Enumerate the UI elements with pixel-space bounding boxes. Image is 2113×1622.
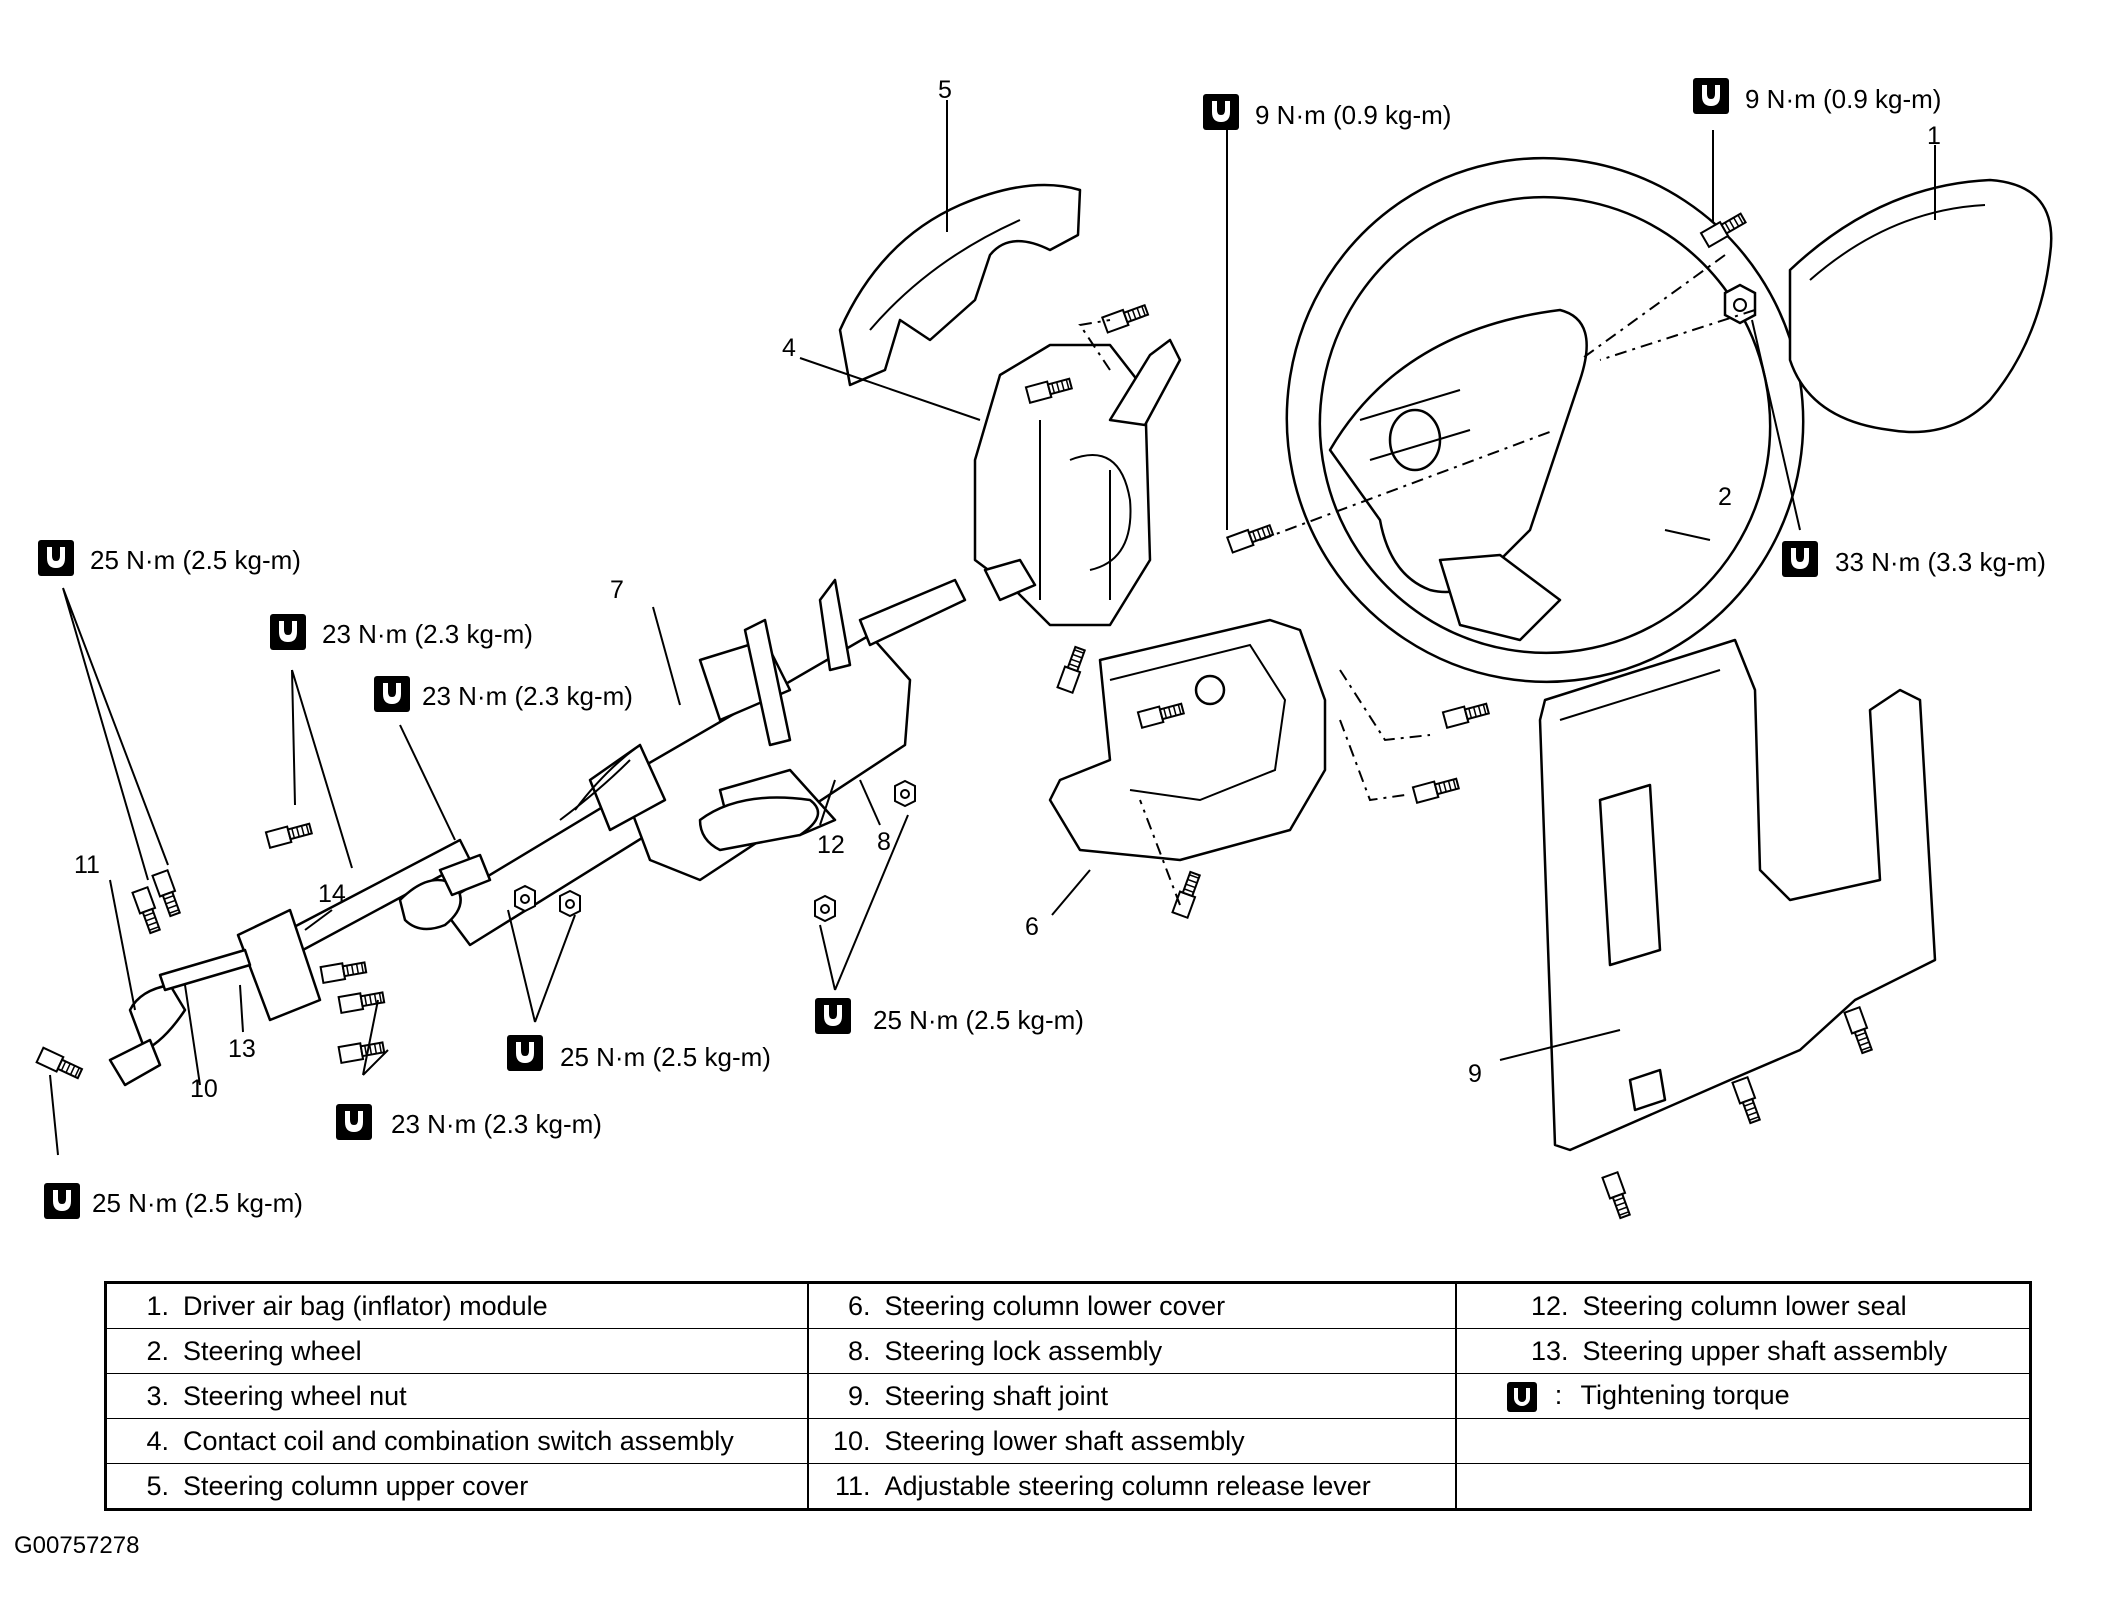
torque-label-9-right: 9 N·m (0.9 kg-m) xyxy=(1693,78,1941,114)
callout-4: 4 xyxy=(782,334,796,362)
lower-shaft-part xyxy=(108,908,322,1087)
knee-panel-part xyxy=(1538,638,1937,1152)
svg-text:9 N·m (0.9 kg-m): 9 N·m (0.9 kg-m) xyxy=(1255,100,1451,130)
legend-cell: 13.Steering upper shaft assembly xyxy=(1454,1328,2032,1374)
lower-cover-part xyxy=(1048,618,1327,862)
torque-label-23-lower: 23 N·m (2.3 kg-m) xyxy=(336,1104,602,1140)
torque-label-25-nuts: 25 N·m (2.5 kg-m) xyxy=(507,1035,771,1072)
legend-cell: 1.Driver air bag (inflator) module xyxy=(104,1282,809,1329)
callout-6: 6 xyxy=(1025,913,1039,941)
svg-text:9 N·m (0.9 kg-m): 9 N·m (0.9 kg-m) xyxy=(1745,84,1941,114)
callout-5: 5 xyxy=(938,76,952,104)
callout-12: 12 xyxy=(817,831,845,859)
upper-shaft-part xyxy=(248,838,492,974)
legend-cell: :Tightening torque xyxy=(1454,1373,2032,1419)
figure-id: G00757278 xyxy=(14,1532,140,1559)
torque-label-23-middle: 23 N·m (2.3 kg-m) xyxy=(374,676,633,712)
torque-icon xyxy=(1506,1381,1537,1412)
callout-10: 10 xyxy=(190,1075,218,1103)
callout-14: 14 xyxy=(318,880,346,908)
torque-icon xyxy=(374,676,410,712)
svg-text:25 N·m (2.5 kg-m): 25 N·m (2.5 kg-m) xyxy=(90,545,301,575)
callout-8: 8 xyxy=(877,828,891,856)
svg-text:33 N·m (3.3 kg-m): 33 N·m (3.3 kg-m) xyxy=(1835,547,2046,577)
torque-icon xyxy=(507,1035,543,1071)
svg-text:23 N·m (2.3 kg-m): 23 N·m (2.3 kg-m) xyxy=(422,681,633,711)
torque-icon xyxy=(1693,78,1729,114)
legend-cell: 11.Adjustable steering column release le… xyxy=(806,1463,1457,1510)
svg-text:25 N·m (2.5 kg-m): 25 N·m (2.5 kg-m) xyxy=(560,1042,771,1072)
svg-text:25 N·m (2.5 kg-m): 25 N·m (2.5 kg-m) xyxy=(92,1188,303,1218)
torque-icon xyxy=(1203,94,1239,130)
callout-7: 7 xyxy=(610,576,624,604)
legend-row: 2.Steering wheel 8.Steering lock assembl… xyxy=(104,1328,2032,1374)
steering-wheel-part xyxy=(1285,156,1805,684)
legend-row: 4.Contact coil and combination switch as… xyxy=(104,1418,2032,1464)
combination-switch-part xyxy=(973,338,1182,627)
legend-cell: 10.Steering lower shaft assembly xyxy=(806,1418,1457,1464)
torque-icon xyxy=(1782,541,1818,577)
assembly-centerlines xyxy=(1078,254,1756,906)
upper-cover-part xyxy=(838,183,1082,387)
svg-text:25 N·m (2.5 kg-m): 25 N·m (2.5 kg-m) xyxy=(873,1005,1084,1035)
svg-text:23 N·m (2.3 kg-m): 23 N·m (2.3 kg-m) xyxy=(391,1109,602,1139)
legend-row: 5.Steering column upper cover 11.Adjusta… xyxy=(104,1463,2032,1510)
torque-label-23-upper: 23 N·m (2.3 kg-m) xyxy=(270,614,533,650)
legend-cell: 12.Steering column lower seal xyxy=(1454,1282,2032,1329)
callout-11: 11 xyxy=(74,851,100,879)
legend-cell: 9.Steering shaft joint xyxy=(806,1373,1457,1419)
legend-cell xyxy=(1454,1463,2032,1510)
legend-cell xyxy=(1454,1418,2032,1464)
torque-label-9-left: 9 N·m (0.9 kg-m) xyxy=(1203,94,1451,130)
legend-cell: 8.Steering lock assembly xyxy=(806,1328,1457,1374)
legend-cell: 6.Steering column lower cover xyxy=(806,1282,1457,1329)
callout-1: 1 xyxy=(1927,122,1941,150)
legend-row: 3.Steering wheel nut 9.Steering shaft jo… xyxy=(104,1373,2032,1419)
legend-cell: 5.Steering column upper cover xyxy=(104,1463,809,1510)
airbag-module-part xyxy=(1788,178,2053,434)
steering-column-part xyxy=(438,578,967,947)
torque-icon xyxy=(815,998,851,1034)
callout-2: 2 xyxy=(1718,483,1732,511)
torque-icon xyxy=(270,614,306,650)
torque-label-25-bottomleft: 25 N·m (2.5 kg-m) xyxy=(44,1183,303,1219)
torque-label-25-topleft: 25 N·m (2.5 kg-m) xyxy=(38,540,301,576)
lower-seal-part xyxy=(698,796,820,852)
legend-cell: 3.Steering wheel nut xyxy=(104,1373,809,1419)
callout-9: 9 xyxy=(1468,1060,1482,1088)
legend-row: 1.Driver air bag (inflator) module 6.Ste… xyxy=(104,1282,2032,1329)
leader-lines xyxy=(49,100,1936,1156)
callout-13: 13 xyxy=(228,1035,256,1063)
torque-icon xyxy=(336,1104,372,1140)
legend-cell: 4.Contact coil and combination switch as… xyxy=(104,1418,809,1464)
parts-legend-table: 1.Driver air bag (inflator) module 6.Ste… xyxy=(104,1281,2032,1511)
torque-icon xyxy=(44,1183,80,1219)
svg-text:23 N·m (2.3 kg-m): 23 N·m (2.3 kg-m) xyxy=(322,619,533,649)
torque-icon xyxy=(38,540,74,576)
legend-cell: 2.Steering wheel xyxy=(104,1328,809,1374)
torque-label-33: 33 N·m (3.3 kg-m) xyxy=(1782,541,2046,577)
torque-label-25-center: 25 N·m (2.5 kg-m) xyxy=(815,998,1084,1035)
